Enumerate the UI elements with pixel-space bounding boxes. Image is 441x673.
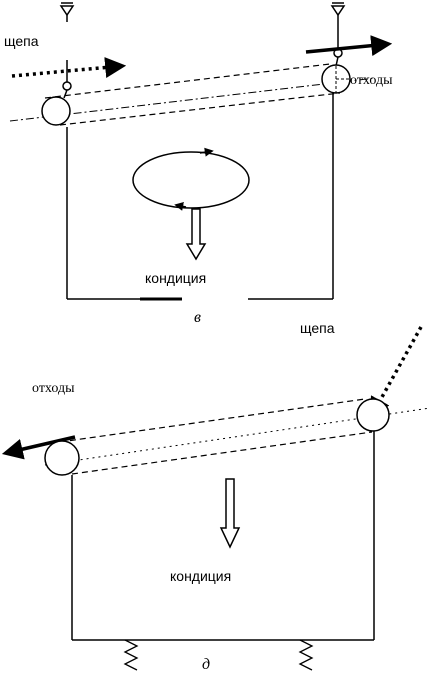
waste-arrow-v [305,35,393,57]
waste-label-v: отходы [350,73,393,88]
left-roller-d [44,440,80,476]
ellipse-arrow-bottom-v [174,201,187,211]
waste-label-d: отходы [32,381,75,396]
frame-d [71,431,375,641]
screen-top-edge-d [59,398,366,443]
right-spring-d [298,639,314,671]
ellipse-arrow-top-v [199,147,214,157]
figure-label-d: д [202,656,210,673]
input-arrow-d [369,326,423,419]
product-down-arrow-d [219,478,241,549]
screen-center-axis-v [9,77,376,122]
waste-arrow-d [1,435,76,460]
right-suspension [330,2,346,67]
input-label-v: щепа [4,33,39,49]
left-suspension [59,2,75,99]
product-label-d: кондиция [170,568,231,584]
input-label-d: щепа [300,320,335,336]
figure-label-v: в [194,309,201,326]
diagram-v: щепа отходы кондиция [4,2,393,326]
input-arrow-v [11,57,127,78]
left-roller-v [41,96,71,126]
oscillation-ellipse-v [132,151,250,209]
product-label-v: кондиция [145,270,206,286]
frame-v [66,93,334,301]
product-down-arrow-v [185,208,207,261]
screen-bottom-edge-v [59,92,341,126]
screen-bottom-edge-d [71,431,373,475]
screen-top-edge-v [44,63,331,99]
diagram-d: щепа отходы кондиция д [1,320,431,673]
left-spring-d [123,639,139,671]
right-roller-d [356,398,390,432]
